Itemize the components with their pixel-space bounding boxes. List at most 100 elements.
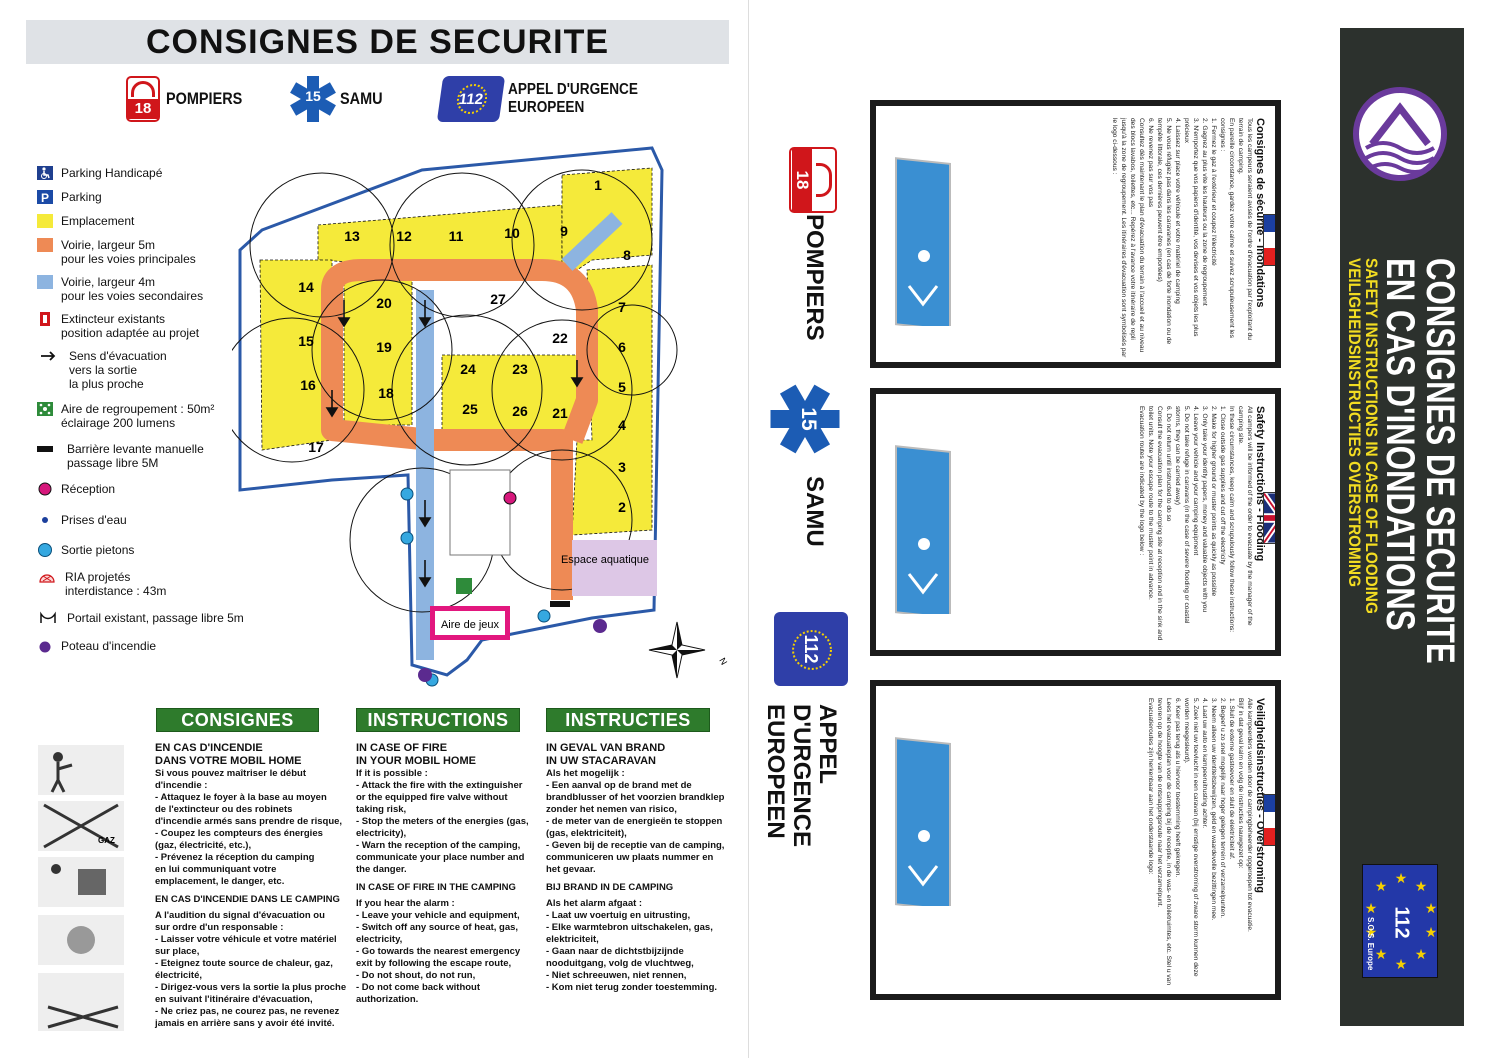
reception-building (449, 469, 511, 556)
star-of-life-icon: 15 (770, 384, 840, 454)
plot-number: 25 (462, 401, 478, 417)
section-subtitle: IN CASE OF FIRE IN THE CAMPING (356, 882, 516, 893)
section-title: IN CASE OF FIRE IN YOUR MOBIL HOME (356, 742, 476, 767)
sidebar-subtitle-nl: VEILIGHEIDSINSTRUCTIES OVERSTROMING (1345, 258, 1364, 587)
legend-item: Voirie, largeur 5m pour les voies princi… (37, 238, 196, 266)
instructions-fr: EN CAS D'INCENDIE DANS VOTRE MOBIL HOME … (155, 742, 350, 1030)
emergency-112: 112 APPEL D'URGENCE EUROPEEN (436, 76, 661, 122)
plot-number: 16 (300, 377, 316, 393)
plot-number: 12 (396, 228, 412, 244)
emergency-exit-sign-icon (895, 445, 951, 614)
sidebar-subtitle-en: SAFETY INSTRUCTIONS IN CASE OF FLOODING (1362, 258, 1381, 614)
water-outlet-icon (42, 517, 48, 523)
section-subtitle: EN CAS D'INCENDIE DANS LE CAMPING (155, 894, 340, 905)
evacuation-arrows (325, 300, 584, 588)
section-title: EN CAS D'INCENDIE DANS VOTRE MOBIL HOME (155, 742, 302, 767)
section-body-2: A l'audition du signal d'évacuation ou s… (155, 910, 347, 1029)
barrier-icon (37, 446, 53, 452)
barrier-marker (550, 601, 570, 607)
evacuate-pictogram-icon (38, 973, 124, 1031)
pedestrian-exit-marker (537, 609, 551, 623)
eu-112-icon: 112 (436, 76, 506, 122)
legend-item: Sortie pietons (37, 543, 134, 557)
plot-number: 18 (378, 385, 394, 401)
section-body-2: If you hear the alarm : - Leave your veh… (356, 898, 521, 1005)
plot-number: 3 (618, 459, 626, 475)
eu-number: 112 (1390, 906, 1413, 939)
section-body: Si vous pouvez maîtriser le début d'ince… (155, 768, 343, 887)
panel-text: Safety Instructions - Flooding All campe… (1137, 406, 1266, 646)
emergency-label: APPEL D'URGENCE EUROPEEN (508, 81, 638, 116)
compass-north-label: N (717, 656, 729, 667)
legend-item: Poteau d'incendie (37, 639, 156, 653)
secondary-road-swatch-icon (37, 275, 53, 289)
legend-item: Portail existant, passage libre 5m (37, 611, 244, 625)
page-title: CONSIGNES DE SECURITE (145, 22, 610, 61)
svg-text:★: ★ (1395, 957, 1408, 973)
plot-number: 1 (594, 177, 602, 193)
plot-number: 15 (298, 333, 314, 349)
gate-icon (40, 611, 56, 623)
eu-label: S.O.S. Europe (1366, 917, 1375, 971)
svg-text:★: ★ (1425, 901, 1438, 917)
panel-nl: Veiligheidsinstructies - Overstroming Al… (870, 680, 1281, 1000)
emergency-samu: 15 SAMU (290, 76, 390, 122)
flag-uk-icon (1263, 492, 1275, 544)
emergency-exit-sign-icon (895, 157, 951, 326)
page-divider (748, 0, 749, 1058)
section-header-consignes: CONSIGNES (156, 708, 319, 732)
ria-icon (39, 574, 55, 583)
svg-text:GAZ: GAZ (98, 836, 115, 845)
plot-number: 2 (618, 499, 626, 515)
sidebar-title-2: EN CAS D'INONDATIONS (1378, 258, 1422, 631)
instructions-nl: IN GEVAL VAN BRAND IN UW STACARAVAN Als … (546, 742, 741, 994)
hydrant-marker (593, 619, 607, 633)
fire-phone-icon: 18 (789, 147, 837, 213)
compass-rose: N (648, 621, 729, 679)
pedestrian-exit-icon (38, 543, 52, 557)
plot-number: 11 (449, 228, 464, 244)
legend-item: Barrière levante manuelle passage libre … (37, 442, 204, 470)
instruction-pictograms: GAZ (38, 745, 124, 1031)
main-road-swatch-icon (37, 238, 53, 252)
plot-number: 8 (623, 247, 631, 263)
section-body: If it is possible : - Attack the fire wi… (356, 768, 529, 875)
campsite-logo-icon (1353, 87, 1447, 181)
plot-number: 6 (618, 339, 626, 355)
plot-swatch-icon (37, 214, 53, 228)
plot-number: 10 (504, 225, 520, 241)
svg-text:★: ★ (1415, 879, 1428, 895)
eu-112-icon: 112 (774, 612, 848, 686)
svg-text:★: ★ (1365, 925, 1378, 941)
legend-item: Aire de regroupement : 50m² éclairage 20… (37, 402, 214, 430)
assembly-point-marker (456, 578, 472, 594)
plot-number: 23 (512, 361, 528, 377)
extinguisher-icon (40, 312, 50, 326)
legend-item: Voirie, largeur 4m pour les voies second… (37, 275, 203, 303)
legend-item: Réception (37, 482, 115, 496)
fire-phone-icon: 18 (126, 76, 160, 122)
section-body: Als het mogelijk : - Een aanval op de br… (546, 768, 725, 875)
legend-item: Parking Handicapé (37, 166, 162, 180)
plot-number: 9 (560, 223, 568, 239)
extinguisher-pictogram-icon (38, 745, 124, 795)
svg-text:★: ★ (1395, 871, 1408, 887)
wheelchair-icon (37, 166, 53, 180)
playground-label: Aire de jeux (441, 619, 500, 631)
legend-item: Extincteur existants position adaptée au… (37, 312, 199, 340)
aquatic-area (572, 540, 657, 596)
flag-fr-icon (1263, 214, 1275, 266)
panel-text: Veiligheidsinstructies - Overstroming Al… (1146, 698, 1266, 988)
svg-text:★: ★ (1425, 925, 1438, 941)
plot-number: 5 (618, 379, 626, 395)
pedestrian-exit-marker (400, 487, 414, 501)
plot-number: 27 (490, 291, 506, 307)
emergency-pompiers: 18 POMPIERS (126, 76, 256, 122)
plot-number: 19 (376, 339, 392, 355)
svg-text:★: ★ (1375, 947, 1388, 963)
svg-text:★: ★ (1375, 879, 1388, 895)
panel-body: Tous les campeurs seraient avisés de l'o… (1111, 118, 1253, 358)
reception-marker (503, 491, 517, 505)
panel-en: Safety Instructions - Flooding All campe… (870, 388, 1281, 656)
